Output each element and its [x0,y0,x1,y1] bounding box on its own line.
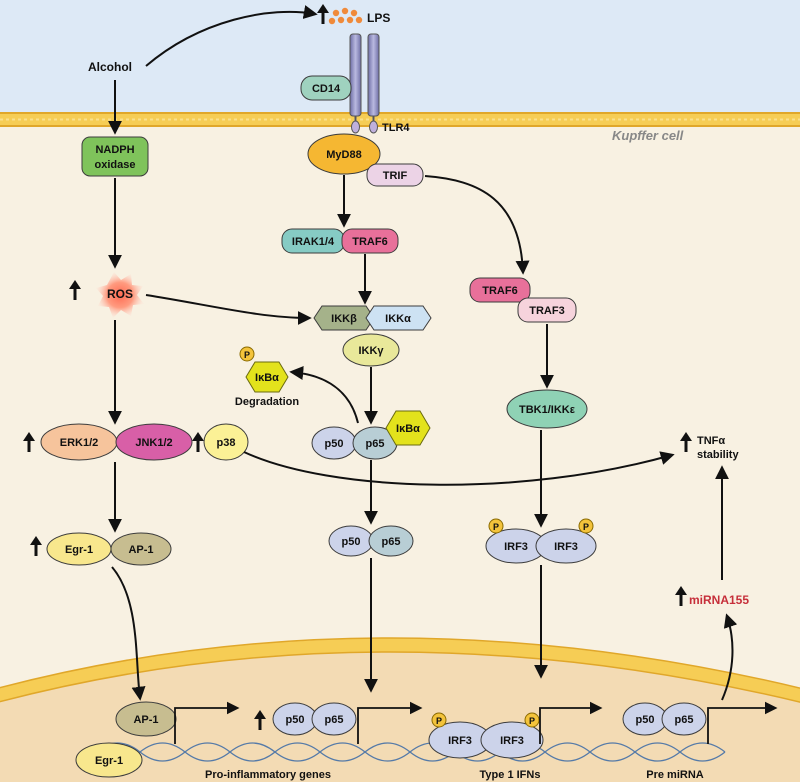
traf6-label-myd88: TRAF6 [352,236,387,248]
p65-label-mirna: p65 [675,714,694,726]
phospho-icon [239,346,255,362]
ikba-bound-label: IκBα [396,423,420,435]
tbk1-node [506,389,588,429]
irf3-node-nuclear-2 [480,721,544,759]
erk-label: ERK1/2 [60,437,99,449]
erk-increase-arrow-icon [23,432,35,452]
p38-label: p38 [217,437,236,449]
phospho-icon [488,518,504,534]
ros-label: ROS [107,287,133,301]
phospho-icon [524,712,540,728]
tnf-label: TNFα [697,435,725,447]
phospho-icon [431,712,447,728]
traf6-node-myd88 [341,228,399,254]
oxidase-label: oxidase [95,159,136,171]
transcription-arrows [174,701,778,744]
nuclear-membrane [0,638,800,702]
mirna-increase-arrow-icon [675,586,687,606]
irf3-label-nuclear-1: IRF3 [448,735,472,747]
p65-node-nuclear [311,702,357,736]
egr1-node-nuclear [75,742,143,778]
dna-strands [94,742,726,762]
nucleus [0,645,800,782]
p50-label-cyto: p50 [325,438,344,450]
lps-increase-arrow-icon [317,4,329,24]
traf6-node-trif [469,277,531,303]
myd88-label: MyD88 [326,149,361,161]
traf3-node [517,297,577,323]
irak-label: IRAK1/4 [292,236,335,248]
egr1-label-nuclear: Egr-1 [95,755,123,767]
trif-node [366,163,424,187]
p65-node-mirna [661,702,707,736]
mirna155-label: miRNA155 [689,593,749,607]
p65-label-mid: p65 [382,536,401,548]
lps-cluster [328,7,363,25]
phospho-label: P [529,716,535,726]
egr1-label-cyto: Egr-1 [65,544,93,556]
nadph-oxidase-node [81,136,149,177]
p38-increase-arrow-icon [192,432,204,452]
ap1-node-nuclear [115,701,177,737]
ap1-node-cyto [110,532,172,566]
tlr4-receptor [349,33,380,134]
ikka-label: IKKα [385,313,411,325]
plasma-membrane [0,113,800,126]
cd14-label: CD14 [312,83,341,95]
p65-label-nuclear: p65 [325,714,344,726]
ikba-bound-node [385,410,431,446]
ap1-label-cyto: AP-1 [128,544,153,556]
type1-ifns-label: Type 1 IFNs [480,769,541,781]
tnf-increase-arrow-icon [680,432,692,452]
traf3-label: TRAF3 [529,305,564,317]
pro-inflammatory-genes-label: Pro-inflammatory genes [205,769,331,781]
phospho-icon [578,518,594,534]
ikkg-node [342,333,400,367]
trif-label: TRIF [383,170,408,182]
p50-label-mirna: p50 [636,714,655,726]
stability-label: stability [697,449,739,461]
p65-label-cyto: p65 [366,438,385,450]
phospho-label: P [583,522,589,532]
tbk1-label: TBK1/IKKε [519,404,576,416]
ros-burst [96,272,144,318]
pre-mirna-label: Pre miRNA [646,769,704,781]
p50-label-nuclear: p50 [286,714,305,726]
ikka-node [365,305,432,331]
degradation-label: Degradation [235,396,299,408]
traf6-label-trif: TRAF6 [482,285,517,297]
tlr4-label: TLR4 [382,122,410,134]
irf3-label-cyto-1: IRF3 [504,541,528,553]
irf3-label-cyto-2: IRF3 [554,541,578,553]
irf3-label-nuclear-2: IRF3 [500,735,524,747]
kupffer-cell-label: Kupffer cell [612,128,684,143]
jnk-node [115,423,193,461]
phospho-label: P [244,350,250,360]
ikkg-label: IKKγ [358,345,384,357]
jnk-label: JNK1/2 [135,437,172,449]
nadph-label: NADPH [95,144,134,156]
ros-increase-arrow-icon [69,280,81,300]
p50-label-mid: p50 [342,536,361,548]
egr1-increase-arrow-icon [30,536,42,556]
alcohol-label: Alcohol [88,60,132,74]
ikba-degraded-node [245,361,289,393]
ikba-degraded-label: IκBα [255,372,279,384]
irf3-node-cyto-2 [535,528,597,564]
phospho-label: P [436,716,442,726]
pathway-arrows [108,5,738,701]
myd88-node [307,133,381,175]
ap1-label-nuclear: AP-1 [133,714,158,726]
p65-node-mid [368,525,414,557]
p38-node [203,423,249,461]
ikkb-label: IKKβ [331,313,357,325]
extracellular-space [0,0,800,130]
cd14-node [300,75,352,101]
nuclear-increase-arrow-icon [254,710,266,730]
lps-label: LPS [367,11,390,25]
phospho-label: P [493,522,499,532]
